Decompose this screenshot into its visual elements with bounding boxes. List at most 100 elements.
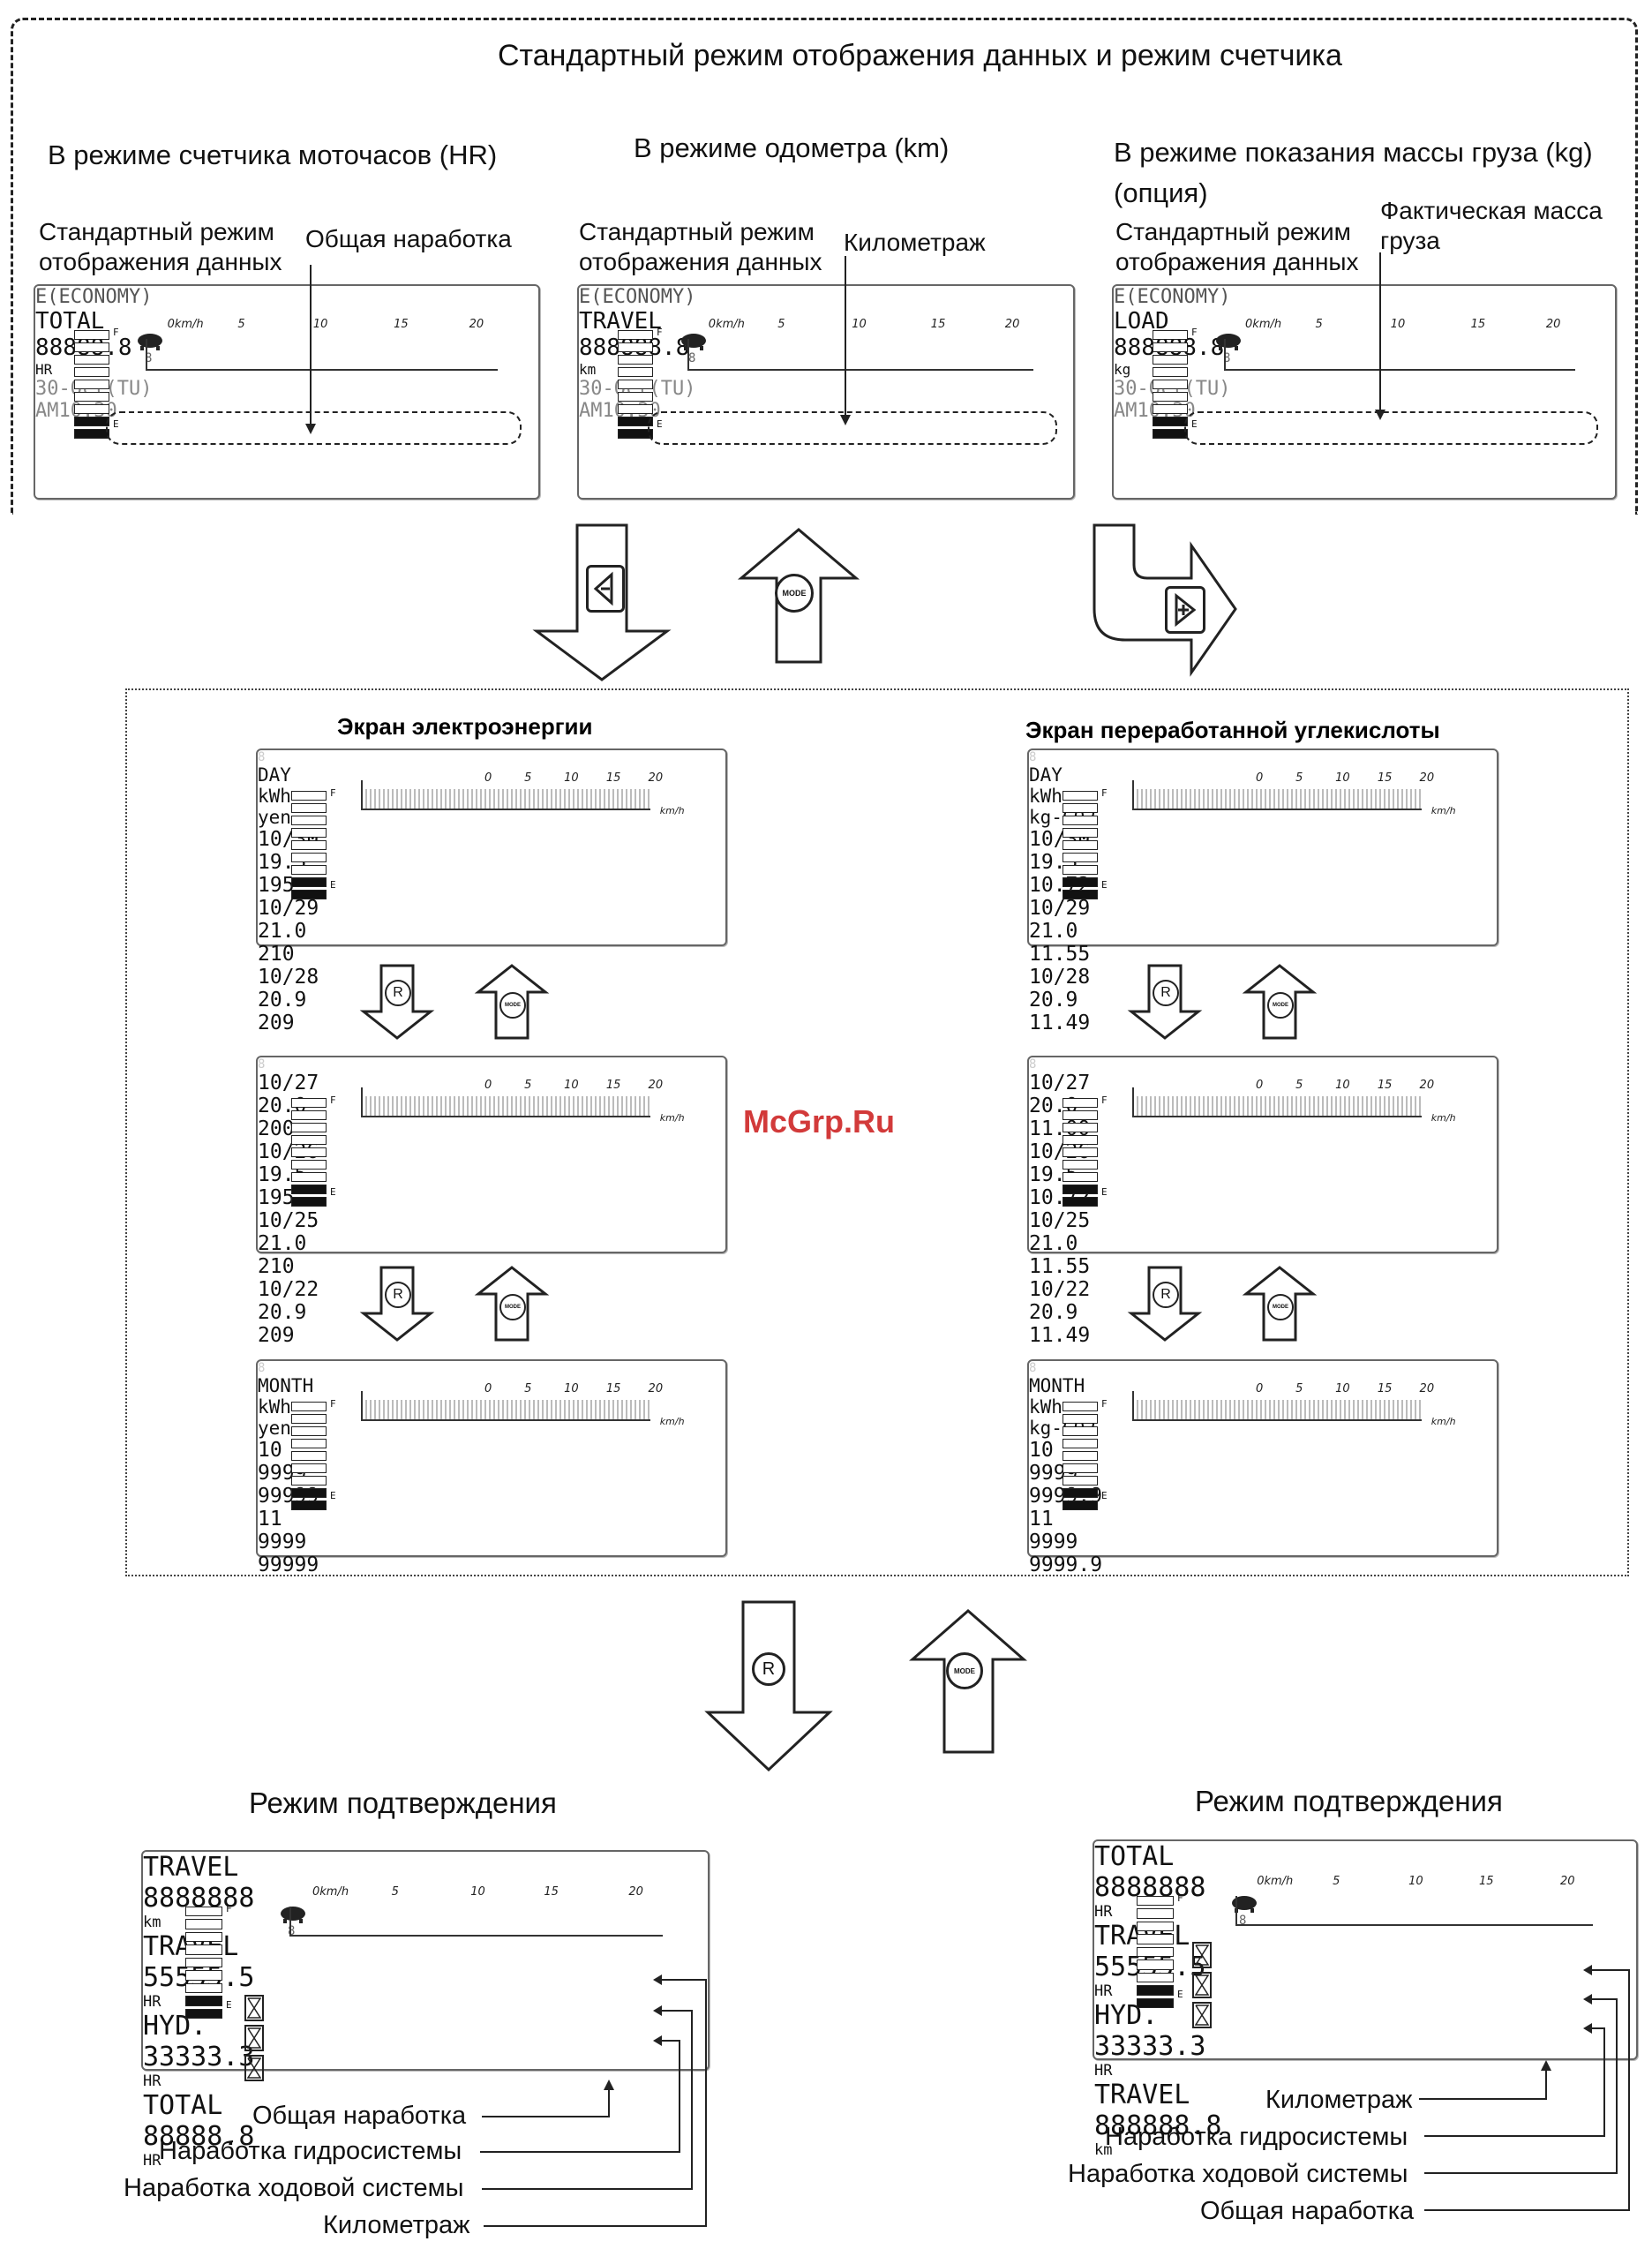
fuel-full-marker: F	[1101, 787, 1108, 799]
fuel-gauge-segment	[185, 1944, 222, 1955]
fuel-full-marker: F	[1101, 1398, 1108, 1410]
confirm-row-value: 55555.5	[1094, 1952, 1636, 1982]
speed-scale-tick: 0	[1256, 1079, 1264, 1092]
table-cell: 10/30	[258, 828, 319, 851]
speed-scale-tick: 10	[564, 1382, 579, 1395]
table-header: kWh	[1029, 786, 1063, 807]
fuel-gauge-segment	[618, 404, 653, 414]
fuel-gauge-segment	[1137, 1997, 1174, 2008]
mode-button-icon[interactable]: MODE	[499, 992, 526, 1019]
hourglass-icon	[244, 2055, 265, 2081]
mode-button-icon[interactable]: MODE	[499, 1294, 526, 1320]
fuel-gauge	[1063, 1098, 1098, 1207]
table-cell: 9999	[1029, 1531, 1078, 1553]
speed-bar-baseline	[146, 369, 499, 371]
fuel-gauge-segment	[185, 1982, 222, 1994]
fuel-full-marker: F	[1191, 327, 1198, 338]
confirm-left-title: Режим подтверждения	[249, 1786, 557, 1819]
odometer-lcd-2: FE80km/h5101520E(ECONOMY)LOAD888888.8kg3…	[1112, 284, 1617, 500]
speed-bar-tick	[360, 1087, 363, 1117]
table-cell: 21.0	[1029, 1232, 1078, 1255]
speed-ghost-icon: 8	[258, 750, 266, 764]
speed-scale-tick: 10	[564, 771, 579, 785]
counter-unit: kg	[1114, 361, 1131, 378]
speed-unit: km/h	[659, 805, 685, 816]
speed-unit: km/h	[1430, 1112, 1456, 1124]
co2-lcd-0: FE805101520km/hDAYkWhkg-CO210/3019.510.7…	[1027, 748, 1498, 1034]
counter-label: TOTAL	[35, 308, 105, 335]
table-cell: 10	[258, 1439, 282, 1462]
table-cell: 11	[1029, 1508, 1054, 1531]
fuel-gauge-segment	[1063, 1135, 1098, 1145]
speed-scale-tick: 5	[524, 1079, 532, 1092]
speed-bar-tick	[687, 339, 690, 371]
fuel-gauge-segment	[1153, 342, 1188, 352]
r-button-icon[interactable]: R	[1153, 1282, 1179, 1308]
speed-bar-tick	[1131, 1391, 1134, 1421]
speed-scale-tick: 5	[1333, 1875, 1340, 1888]
plus-button-icon[interactable]	[1165, 586, 1205, 634]
fuel-gauge-segment	[1153, 367, 1188, 377]
mode-button-icon[interactable]: MODE	[1267, 1294, 1294, 1320]
fuel-empty-marker: E	[226, 1999, 232, 2011]
mode-button-icon[interactable]: MODE	[1267, 992, 1294, 1019]
fuel-gauge-segment	[1137, 1985, 1174, 1996]
fuel-gauge-segment	[618, 392, 653, 402]
mode-button-label: MODE	[505, 1003, 521, 1008]
r-button-icon[interactable]: R	[752, 1652, 785, 1686]
mode-km-left-label: Стандартный режим отображения данных	[579, 218, 822, 275]
r-button-icon[interactable]: R	[385, 980, 411, 1006]
fuel-gauge	[74, 330, 109, 439]
table-cell: 195	[258, 1186, 295, 1209]
speed-scale-tick: 0	[484, 1079, 492, 1092]
mode-button-icon[interactable]: MODE	[775, 574, 814, 613]
speed-scale-tick: 20	[1560, 1875, 1575, 1888]
fuel-gauge-segment	[291, 1172, 327, 1182]
minus-button-icon[interactable]	[586, 565, 625, 613]
fuel-gauge-segment	[1137, 1908, 1174, 1919]
fuel-gauge-segment	[1063, 853, 1098, 862]
date-display: 30-Oct(TU)	[35, 378, 538, 400]
mode-button-icon[interactable]: MODE	[946, 1652, 983, 1689]
counter-label: TRAVEL	[579, 308, 662, 335]
speed-scale-tick: 20	[648, 1382, 664, 1395]
table-cell: 10/25	[258, 1209, 319, 1232]
fuel-gauge-segment	[1137, 1934, 1174, 1944]
r-button-label: R	[393, 1287, 403, 1302]
speed-scale-tick: 10	[1335, 1079, 1350, 1092]
svg-text:8: 8	[688, 351, 695, 365]
svg-text:8: 8	[145, 351, 152, 365]
fuel-gauge-segment	[1153, 380, 1188, 389]
fuel-gauge-segment	[1153, 355, 1188, 365]
confirm-row-value: 8888888	[1094, 1872, 1206, 1903]
speed-unit: km/h	[1430, 1416, 1456, 1427]
fuel-gauge-segment	[1063, 1110, 1098, 1120]
speed-unit: km/h	[1430, 805, 1456, 816]
speed-bar-baseline	[289, 1935, 663, 1937]
fuel-gauge-segment	[185, 1919, 222, 1929]
speed-scale-tick: 10	[470, 1885, 485, 1899]
speed-scale-tick: 10	[852, 318, 867, 331]
speed-bar-tick	[1131, 780, 1134, 810]
fuel-gauge-segment	[74, 342, 109, 352]
table-cell: 9999	[258, 1462, 307, 1485]
r-button-icon[interactable]: R	[385, 1282, 411, 1308]
turtle-icon: 8	[281, 1907, 305, 1938]
speed-bar-tick	[289, 1907, 292, 1937]
fuel-gauge-segment	[185, 1957, 222, 1968]
speed-bar-tick	[146, 339, 148, 371]
speed-bar	[1131, 1096, 1423, 1117]
speed-scale-tick: 15	[544, 1885, 559, 1899]
mode-hr-left-label: Стандартный режим отображения данных	[39, 218, 282, 275]
fuel-gauge-segment	[1063, 791, 1098, 801]
fuel-gauge-segment	[1137, 1959, 1174, 1970]
fuel-gauge-segment	[1063, 1476, 1098, 1486]
confirm-row-label: TOTAL	[1094, 1841, 1175, 1872]
mode-button-label: MODE	[1273, 1003, 1288, 1008]
table-cell: 195	[258, 874, 295, 897]
speed-scale-tick: 0	[484, 771, 492, 785]
fuel-gauge-segment	[291, 1160, 327, 1170]
r-button-label: R	[762, 1659, 776, 1679]
r-button-icon[interactable]: R	[1153, 980, 1179, 1006]
table-cell: 9999	[258, 1531, 307, 1553]
